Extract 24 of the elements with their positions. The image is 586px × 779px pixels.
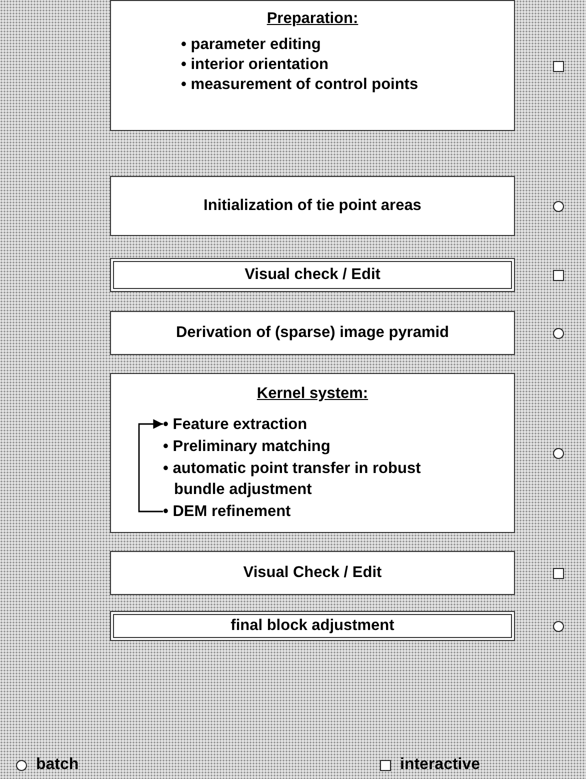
box-text: Visual Check / Edit bbox=[243, 563, 382, 583]
item-text: • DEM refinement bbox=[163, 503, 291, 520]
process-box bbox=[110, 258, 515, 292]
item-text: • Preliminary matching bbox=[163, 438, 330, 455]
box-heading: Kernel system: bbox=[256, 384, 370, 404]
legend-label: batch bbox=[36, 756, 79, 774]
box-heading: Preparation: bbox=[266, 9, 360, 29]
list-item: • measurement of control points bbox=[181, 75, 420, 95]
box-text: Visual check / Edit bbox=[244, 265, 380, 285]
box-text: final block adjustment bbox=[230, 616, 394, 636]
process-box bbox=[110, 373, 515, 533]
item-text: • automatic point transfer in robust bundle adjustment bbox=[163, 460, 421, 498]
process-box bbox=[110, 311, 515, 355]
box-text: Derivation of (sparse) image pyramid bbox=[176, 323, 450, 343]
list-item: • interior orientation bbox=[181, 55, 330, 75]
list-item: • parameter editing bbox=[181, 35, 322, 55]
box-text: Initialization of tie point areas bbox=[204, 196, 422, 216]
legend-label: interactive bbox=[400, 756, 480, 774]
process-box bbox=[110, 551, 515, 595]
process-box bbox=[110, 176, 515, 236]
process-box bbox=[110, 0, 515, 131]
item-text: • Feature extraction bbox=[163, 416, 308, 433]
process-box bbox=[110, 611, 515, 641]
loop-arrow bbox=[138, 419, 163, 512]
